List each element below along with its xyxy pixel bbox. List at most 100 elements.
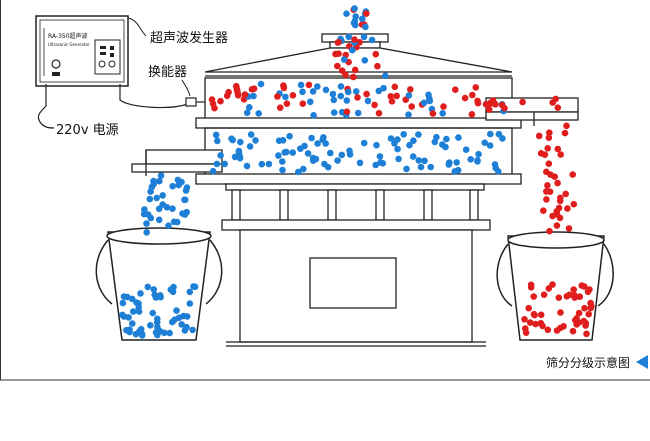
blue-particle <box>314 83 321 90</box>
blue-particle <box>319 136 327 143</box>
blue-particle <box>258 160 266 168</box>
blue-particle <box>361 57 369 64</box>
blue-particle <box>156 177 163 185</box>
blue-particle <box>403 165 410 173</box>
red-particle <box>472 84 480 91</box>
red-particle <box>351 66 359 74</box>
blue-particle <box>155 205 163 213</box>
red-particle <box>492 101 499 108</box>
red-particle <box>274 93 281 100</box>
blue-particle <box>300 165 307 173</box>
blue-particle <box>400 131 408 138</box>
blue-particle <box>209 167 217 175</box>
red-particle <box>546 129 553 136</box>
power-cable <box>37 92 55 129</box>
blue-particle <box>212 131 220 139</box>
red-particle <box>554 179 561 187</box>
blue-particle <box>364 97 372 105</box>
blue-particle <box>481 139 489 146</box>
red-particle <box>225 88 232 96</box>
red-particle <box>461 94 469 102</box>
blue-particle <box>410 137 417 144</box>
blue-particle <box>169 318 176 326</box>
red-particle <box>241 91 249 98</box>
blue-particle <box>431 138 439 146</box>
red-particle <box>570 200 578 208</box>
red-particle <box>571 292 578 299</box>
blue-particle <box>467 156 475 163</box>
blue-particle <box>475 150 482 158</box>
blue-particle <box>495 168 502 175</box>
blue-particle <box>174 176 182 184</box>
red-particle <box>555 204 563 212</box>
red-particle <box>560 323 567 330</box>
red-particle <box>280 84 288 92</box>
blue-particle <box>329 90 337 98</box>
blue-particle <box>443 135 450 143</box>
red-particle <box>526 319 534 326</box>
blue-particle <box>377 159 384 166</box>
red-particle <box>485 101 493 109</box>
blue-particle <box>217 152 224 159</box>
blue-particle <box>275 152 282 159</box>
red-particle <box>586 286 593 293</box>
blue-particle <box>356 159 364 167</box>
blue-particle <box>310 112 317 119</box>
red-particle <box>562 190 569 198</box>
blue-particle <box>352 88 360 95</box>
blue-particle <box>354 109 362 117</box>
blue-particle <box>126 328 133 336</box>
blue-particle <box>150 180 157 188</box>
power-label: 220v 电源 <box>56 123 119 138</box>
red-particle <box>527 284 535 291</box>
blue-particle <box>439 110 447 117</box>
blue-particle <box>154 315 161 323</box>
blue-particle <box>330 109 338 116</box>
red-particle <box>575 309 583 317</box>
red-particle <box>569 327 577 335</box>
blue-particle <box>439 141 446 148</box>
blue-particle <box>137 290 144 297</box>
red-particle <box>338 67 346 74</box>
power-knob-icon <box>51 59 61 69</box>
red-particle <box>356 39 363 46</box>
caption-text: 筛分分级示意图 <box>545 355 630 370</box>
blue-particle <box>119 299 127 307</box>
red-particle <box>537 150 545 157</box>
caption: 筛分分级示意图 <box>520 352 648 372</box>
blue-particle <box>265 160 273 168</box>
blue-particle <box>350 19 358 27</box>
blue-particle <box>453 159 461 166</box>
red-particle <box>363 10 370 17</box>
red-particle <box>391 83 399 91</box>
blue-particle <box>373 141 380 149</box>
blue-particle <box>173 307 180 314</box>
red-particle <box>354 94 361 101</box>
blue-particle <box>228 135 235 142</box>
blue-particle <box>129 320 136 327</box>
blue-particle <box>155 216 163 224</box>
blue-particle <box>181 211 189 218</box>
blue-particle <box>281 149 289 156</box>
blue-particle <box>231 153 239 161</box>
red-particle <box>299 100 307 107</box>
blue-particle <box>175 181 182 189</box>
blue-particle <box>420 99 428 107</box>
blue-particle <box>170 218 178 226</box>
blue-particle <box>454 166 462 174</box>
blue-particle <box>309 88 317 95</box>
blue-particle <box>237 138 244 146</box>
red-particle <box>544 182 551 189</box>
blue-particle <box>170 283 177 291</box>
blue-particle <box>189 326 196 334</box>
blue-particle <box>415 157 423 164</box>
transducer-label: 换能器 <box>148 65 187 80</box>
blue-particle <box>279 166 286 174</box>
red-particle <box>305 81 313 89</box>
blue-particle <box>344 88 352 96</box>
red-particle <box>440 103 447 110</box>
red-particle <box>587 304 594 312</box>
red-particle <box>452 86 459 93</box>
blue-particle <box>346 151 354 158</box>
